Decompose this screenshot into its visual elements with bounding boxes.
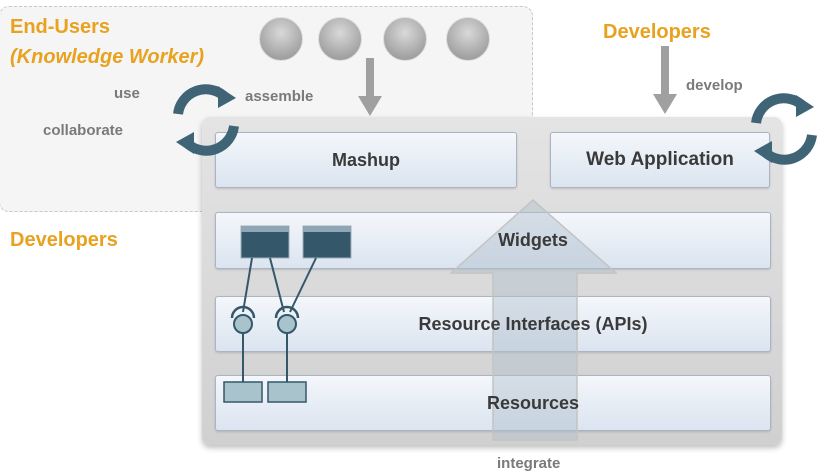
develop-label: develop xyxy=(686,77,743,94)
integrate-label: integrate xyxy=(497,455,561,472)
resource-interfaces-label-wrap: Resource Interfaces (APIs) xyxy=(215,296,827,352)
mashup-layer: Mashup xyxy=(215,132,517,188)
resources-label-wrap: Resources xyxy=(215,375,827,431)
avatar xyxy=(383,17,427,61)
resource-interfaces-label: Resource Interfaces (APIs) xyxy=(418,313,648,334)
collaborate-label: collaborate xyxy=(43,122,124,139)
resources-label: Resources xyxy=(486,392,580,413)
avatar xyxy=(318,17,362,61)
assemble-label: assemble xyxy=(245,88,314,105)
avatar xyxy=(446,17,490,61)
developers-right-title: Developers xyxy=(603,21,711,43)
cycle-icon-developers xyxy=(751,93,817,165)
developers-left-title: Developers xyxy=(10,229,118,251)
avatar xyxy=(259,17,303,61)
end-users-title: End-Users xyxy=(10,16,111,38)
widgets-layer xyxy=(215,212,771,269)
mashup-label: Mashup xyxy=(331,149,400,170)
cycle-icon-end-users xyxy=(173,84,239,156)
use-label: use xyxy=(114,85,140,102)
web-application-label: Web Application xyxy=(586,149,734,170)
end-users-subtitle: (Knowledge Worker) xyxy=(10,46,205,68)
web-application-layer: Web Application xyxy=(550,132,770,188)
